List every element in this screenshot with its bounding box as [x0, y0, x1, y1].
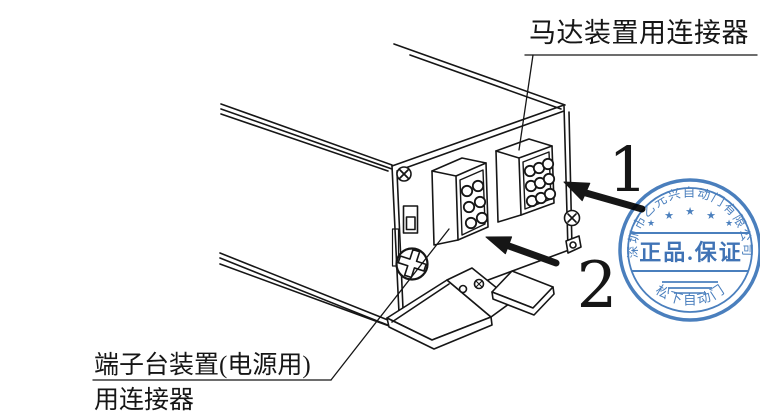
arrow-1 [563, 181, 646, 213]
terminal-connector-label-line2: 用连接器 [94, 386, 194, 414]
right-edge-hardware [563, 209, 582, 254]
star-icon: ★ [706, 210, 716, 222]
star-icon: ★ [664, 210, 674, 222]
stamp-inner-ring [627, 187, 753, 313]
star-icon: ★ [647, 218, 655, 228]
motor-connector-label: 马达装置用连接器 [529, 18, 749, 48]
callout-labels: 马达装置用连接器 端子台装置(电源用) 用连接器 1 2 [94, 18, 749, 414]
device-drawing [92, 43, 758, 381]
stamp-bottom-arc-text: 松下自动门 [653, 281, 728, 307]
left-edge-parts [391, 205, 419, 267]
screw-icon [569, 241, 577, 249]
terminal-label-leader [330, 228, 450, 381]
arrow-2 [485, 236, 560, 267]
stamp-center-text: 正品.保证 [639, 240, 743, 265]
mounting-bracket [386, 267, 555, 350]
top-edge-rails [220, 103, 393, 172]
motor-connector-graphic [495, 138, 557, 223]
stamp: 深圳市乙元兴自动门有限公司 松下自动门 正品.保证 ★ ★ ★ ★ ★ [618, 178, 760, 322]
corner-screw [396, 166, 412, 182]
motor-label-leader [518, 54, 534, 151]
power-connector-graphic [431, 157, 489, 246]
arrowhead-icon [563, 181, 591, 202]
step-number-2: 2 [577, 249, 618, 323]
arrowhead-icon [485, 236, 513, 255]
terminal-connector-label-line1: 端子台装置(电源用) [94, 351, 311, 379]
bracket-screw-icon [458, 284, 468, 294]
stamp-outer-ring [618, 178, 760, 322]
top-face-edges [393, 43, 566, 110]
step-number-1: 1 [608, 133, 647, 206]
stamp-wave-lines [662, 281, 718, 294]
star-icon: ★ [685, 206, 695, 218]
star-icon: ★ [725, 218, 733, 228]
stamp-stars: ★ ★ ★ ★ ★ [647, 206, 733, 228]
leader-lines [92, 54, 758, 381]
